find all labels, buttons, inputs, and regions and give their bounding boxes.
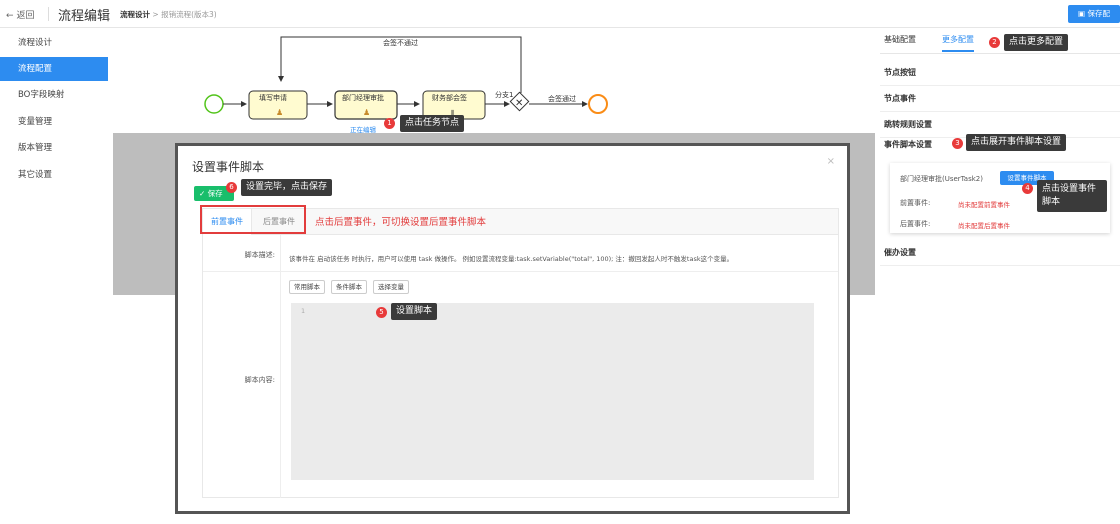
row-node-events[interactable]: 节点事件 <box>880 86 1120 112</box>
divider <box>203 271 838 272</box>
label-column <box>203 271 281 498</box>
line-number: 1 <box>301 307 306 315</box>
flow-diagram: ♟ ♟ ⦀ ✕ <box>204 36 608 120</box>
end-event-icon[interactable] <box>588 94 608 114</box>
step-badge-4: 4 <box>1022 183 1033 194</box>
tabs-highlight-frame <box>200 205 306 234</box>
tab-more-config[interactable]: 更多配置 <box>942 34 974 52</box>
tab-pre-event[interactable]: 前置事件 <box>203 209 252 235</box>
save-config-button[interactable]: ▣ 保存配 <box>1068 5 1120 23</box>
breadcrumb-current: 报销流程(版本3) <box>161 10 217 19</box>
label-column <box>203 235 281 271</box>
sidebar-item-config[interactable]: 流程配置 <box>0 57 108 81</box>
save-icon: ▣ <box>1078 9 1088 18</box>
step-badge-2: 2 <box>989 37 1000 48</box>
row-node-buttons[interactable]: 节点按钮 <box>880 60 1120 86</box>
task2-label: 部门经理审批 <box>342 94 384 102</box>
flow-loop-line <box>278 36 522 93</box>
task-fill-application[interactable] <box>248 90 308 120</box>
pre-event-label: 前置事件: <box>900 199 931 207</box>
condition-script-button[interactable]: 条件脚本 <box>331 280 367 294</box>
task1-label: 填写申请 <box>259 94 287 102</box>
row-reminder[interactable]: 催办设置 <box>880 240 1120 266</box>
post-event-value: 尚未配置后置事件 <box>958 222 1010 230</box>
desc-label: 脚本描述: <box>244 251 275 259</box>
page-title: 流程编辑 <box>58 9 111 24</box>
config-tabs: 基础配置 更多配置 <box>880 28 1120 54</box>
pass-label: 会签通过 <box>548 95 576 103</box>
tab-basic-config[interactable]: 基础配置 <box>884 35 916 44</box>
step-badge-5: 5 <box>376 307 387 318</box>
task-user-icon: ♟ <box>276 108 283 117</box>
tab-post-event[interactable]: 后置事件 <box>263 217 295 226</box>
sidebar-item-versions[interactable]: 版本管理 <box>18 143 53 153</box>
sidebar-item-design[interactable]: 流程设计 <box>18 38 53 48</box>
divider <box>48 7 49 21</box>
event-tabs: 前置事件 后置事件 <box>203 209 838 235</box>
pre-event-value: 尚未配置前置事件 <box>958 201 1010 209</box>
flow-canvas-area <box>113 33 875 133</box>
gateway-label: 分支1 <box>495 91 514 99</box>
right-config-panel: 基础配置 更多配置 节点按钮 节点事件 跳转规则设置 事件脚本设置 部门经理审批… <box>880 28 1120 328</box>
select-variable-button[interactable]: 选择变量 <box>373 280 409 294</box>
event-script-dialog: 设置事件脚本 × ✓ 保存 前置事件 后置事件 脚本描述: 该事件在 启动该任务… <box>175 143 850 514</box>
close-icon[interactable]: × <box>826 156 835 167</box>
sidebar-item-bo-mapping[interactable]: BO字段映射 <box>18 90 65 100</box>
tip-set-event-script: 点击设置事件脚本 <box>1037 180 1107 212</box>
card-node-name: 部门经理审批(UserTask2) <box>900 175 983 183</box>
task3-label: 财务部会签 <box>432 94 467 102</box>
sidebar-item-variables[interactable]: 变量管理 <box>18 117 53 127</box>
script-form: 前置事件 后置事件 脚本描述: 该事件在 启动该任务 时执行，用户可以使用 ta… <box>202 208 839 498</box>
multi-instance-icon: ⦀ <box>451 109 455 118</box>
tip-expand-event-script: 点击展开事件脚本设置 <box>966 134 1067 151</box>
back-button[interactable]: ←返回 <box>6 11 35 21</box>
sidebar-item-other[interactable]: 其它设置 <box>18 170 53 180</box>
step-badge-3: 3 <box>952 138 963 149</box>
tip-save-when-done: 设置完毕，点击保存 <box>241 179 333 196</box>
step-badge-1: 1 <box>384 118 395 129</box>
breadcrumb-sep: > <box>152 10 159 19</box>
task-dept-manager-approval[interactable] <box>334 90 398 120</box>
script-editor[interactable]: 1 <box>291 303 814 480</box>
post-event-label: 后置事件: <box>900 220 931 228</box>
tip-click-more-config: 点击更多配置 <box>1004 34 1069 51</box>
start-event-icon[interactable] <box>204 94 224 114</box>
breadcrumb: 流程设计 > 报销流程(版本3) <box>120 9 217 20</box>
svg-text:✕: ✕ <box>515 98 523 109</box>
top-bar: ←返回 流程编辑 流程设计 > 报销流程(版本3) ▣ 保存配 <box>0 0 1120 28</box>
arrow-left-icon: ← <box>6 11 14 21</box>
breadcrumb-root[interactable]: 流程设计 <box>120 10 150 19</box>
step-badge-6: 6 <box>226 182 237 193</box>
loop-label: 会签不通过 <box>383 39 418 47</box>
common-script-button[interactable]: 常用脚本 <box>289 280 325 294</box>
gateway-icon[interactable] <box>509 91 530 112</box>
sidebar: 流程设计 流程配置 BO字段映射 变量管理 版本管理 其它设置 <box>0 28 108 298</box>
content-label: 脚本内容: <box>244 376 275 384</box>
row-event-script[interactable]: 事件脚本设置 <box>884 140 932 149</box>
task-user-icon: ♟ <box>363 108 370 117</box>
script-description: 该事件在 启动该任务 时执行，用户可以使用 task 做操作。 例如设置流程变量… <box>289 255 734 263</box>
switch-tab-note: 点击后置事件，可切换设置后置事件脚本 <box>315 217 487 228</box>
dialog-save-button[interactable]: ✓ 保存 <box>194 186 234 201</box>
tip-click-task-node: 点击任务节点 <box>400 115 465 132</box>
editing-tag: 正在编辑 <box>350 126 376 134</box>
tip-set-script: 设置脚本 <box>391 303 438 320</box>
dialog-title: 设置事件脚本 <box>192 160 265 174</box>
